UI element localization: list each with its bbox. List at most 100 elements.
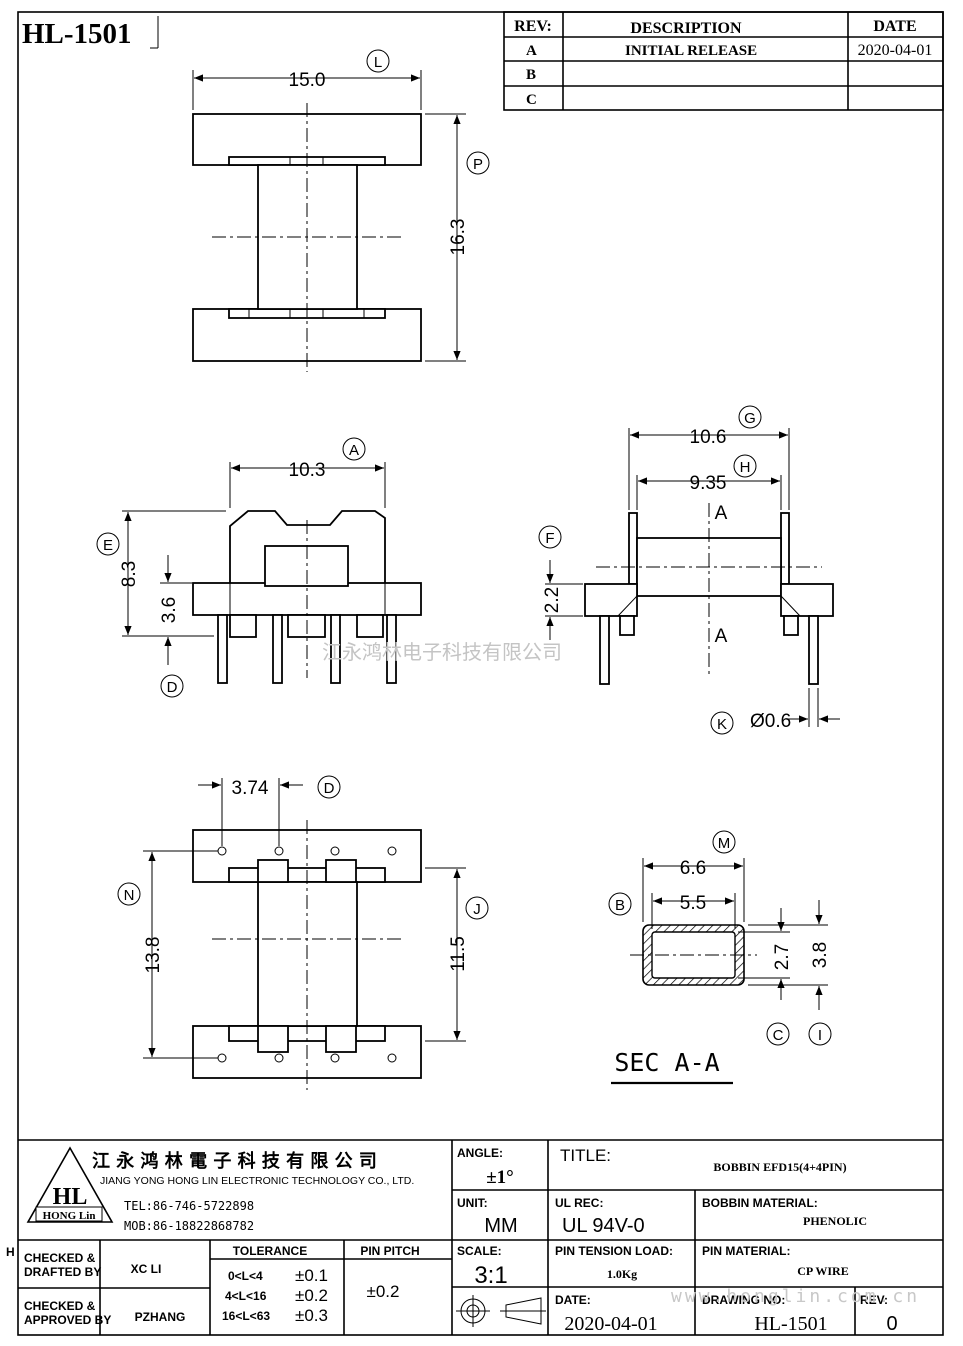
title-block: HL HONG Lin 江 永 鸿 林 電 子 科 技 有 限 公 司 JIAN… — [6, 1139, 943, 1335]
watermark-text: 江永鸿林电子科技有限公司 — [322, 640, 562, 664]
rev-header: REV: — [514, 18, 552, 35]
drawing-no-value: HL-1501 — [754, 1313, 827, 1335]
tolerance-label: TOLERANCE — [233, 1244, 307, 1258]
dim-top-height: 16.3 — [448, 219, 469, 256]
revision-table: REV: DESCRIPTION DATE A INITIAL RELEASE … — [503, 11, 944, 111]
drawing-id-label: HL-1501 — [22, 16, 159, 50]
company-name-en: JIANG YONG HONG LIN ELECTRONIC TECHNOLOG… — [100, 1175, 414, 1187]
pin-tension-value: 1.0Kg — [607, 1267, 637, 1281]
section-a-a: 6.6 M 5.5 B 2.7 C 3.8 I SEC A-A — [608, 830, 832, 1085]
company-tel: TEL:86-746-5722898 — [124, 1199, 254, 1213]
scale-label: SCALE: — [457, 1244, 502, 1258]
tolerance-value-2: ±0.2 — [295, 1286, 328, 1305]
scale-value: 3:1 — [474, 1262, 507, 1289]
tag-c: C — [773, 1027, 784, 1044]
pin-tension-label: PIN TENSION LOAD: — [555, 1244, 673, 1258]
tag-n: N — [124, 887, 135, 904]
tolerance-range-2: 4<L<16 — [225, 1289, 267, 1303]
unit-label: UNIT: — [457, 1196, 488, 1210]
angle-label: ANGLE: — [457, 1146, 503, 1160]
tolerance-range-3: 16<L<63 — [222, 1309, 270, 1323]
dim-front-height: 8.3 — [119, 561, 140, 587]
dim-section-inner-height: 2.7 — [772, 944, 793, 970]
dim-pin-diameter: Ø0.6 — [750, 711, 791, 732]
description-header: DESCRIPTION — [630, 20, 742, 37]
logo-text: HL — [53, 1184, 88, 1210]
tolerance-value-1: ±0.1 — [295, 1266, 328, 1285]
ul-rec-label: UL REC: — [555, 1196, 603, 1210]
tag-h: H — [740, 459, 751, 476]
pin-material-label: PIN MATERIAL: — [702, 1244, 790, 1258]
dim-section-inner-width: 5.5 — [680, 893, 706, 914]
tag-m: M — [718, 835, 731, 852]
tag-f: F — [545, 530, 554, 547]
bobbin-material-label: BOBBIN MATERIAL: — [702, 1196, 818, 1210]
date-value: 2020-04-01 — [564, 1313, 657, 1335]
tag-i: I — [818, 1027, 822, 1044]
drawing-no-label: DRAWING NO: — [702, 1293, 785, 1307]
dim-pin-pitch: 3.74 — [232, 778, 269, 799]
tag-a: A — [349, 442, 359, 459]
angle-value: ±1° — [486, 1167, 514, 1188]
ul-rec-value: UL 94V-0 — [562, 1215, 645, 1237]
top-view: 15.0 L 16.3 P — [192, 49, 490, 372]
date-header: DATE — [873, 18, 916, 35]
tag-e: E — [103, 537, 113, 554]
tag-d-bottom: D — [324, 780, 335, 797]
title-rev-value: 0 — [886, 1313, 897, 1335]
side-view: A A 10.6 G 9.35 H 2.2 F Ø0.6 K — [538, 405, 840, 735]
tag-d: D — [167, 679, 178, 696]
dim-top-width: 15.0 — [289, 70, 326, 91]
drawing-id: HL-1501 — [22, 18, 132, 50]
margin-mark: H — [6, 1245, 15, 1259]
tag-l: L — [374, 54, 382, 71]
tag-p: P — [473, 156, 483, 173]
company-logo: HL HONG Lin — [26, 1146, 114, 1223]
title-rev-label: REV: — [860, 1293, 888, 1307]
pin-material-value: CP WIRE — [797, 1264, 848, 1278]
tag-b: B — [615, 897, 625, 914]
bobbin-material-value: PHENOLIC — [803, 1214, 867, 1228]
pin-pitch-label: PIN PITCH — [360, 1244, 419, 1258]
dim-front-base: 3.6 — [159, 597, 180, 623]
dim-bottom-inner: 11.5 — [448, 936, 469, 972]
company-name-cn: 江 永 鸿 林 電 子 科 技 有 限 公 司 — [92, 1150, 377, 1172]
section-mark-bottom: A — [715, 626, 728, 647]
checked-approved-label: CHECKED &APPROVED BY — [24, 1299, 111, 1327]
dim-side-outer: 10.6 — [690, 427, 727, 448]
title-value: BOBBIN EFD15(4+4PIN) — [713, 1160, 846, 1174]
checked-drafted-label: CHECKED &DRAFTED BY — [24, 1251, 101, 1279]
tag-g: G — [744, 410, 756, 427]
rev-b: B — [526, 67, 536, 83]
rev-a-date: 2020-04-01 — [858, 42, 933, 59]
bottom-view: 3.74 D 13.8 N 11.5 J — [117, 775, 489, 1090]
title-label: TITLE: — [560, 1146, 611, 1165]
checked-approved-value: PZHANG — [135, 1310, 186, 1324]
tolerance-value-3: ±0.3 — [295, 1306, 328, 1325]
dim-section-outer-width: 6.6 — [680, 858, 706, 879]
tag-k: K — [717, 716, 727, 733]
dim-side-flange: 2.2 — [542, 587, 563, 613]
pin-pitch-value: ±0.2 — [367, 1282, 400, 1301]
section-mark-top: A — [715, 503, 728, 524]
tolerance-range-1: 0<L<4 — [228, 1269, 263, 1283]
sheet-border — [17, 11, 944, 1336]
section-label: SEC A-A — [614, 1048, 719, 1077]
projection-symbol-icon — [456, 1295, 546, 1327]
rev-a-description: INITIAL RELEASE — [625, 43, 757, 59]
tag-j: J — [473, 901, 481, 918]
date-label: DATE: — [555, 1293, 591, 1307]
dim-section-outer-height: 3.8 — [810, 942, 831, 968]
unit-value: MM — [484, 1215, 517, 1237]
rev-a: A — [526, 43, 537, 59]
rev-c: C — [526, 92, 537, 108]
watermark-url: www.honglin.com.cn — [671, 1286, 920, 1307]
dim-side-inner: 9.35 — [690, 473, 727, 494]
dim-front-width: 10.3 — [289, 460, 326, 481]
front-view: 10.3 A 8.3 E 3.6 D — [96, 437, 422, 698]
logo-subtext: HONG Lin — [43, 1210, 96, 1222]
company-mob: MOB:86-18822868782 — [124, 1219, 254, 1233]
dim-pin-span: 13.8 — [143, 937, 164, 974]
checked-drafted-value: XC LI — [131, 1262, 162, 1276]
